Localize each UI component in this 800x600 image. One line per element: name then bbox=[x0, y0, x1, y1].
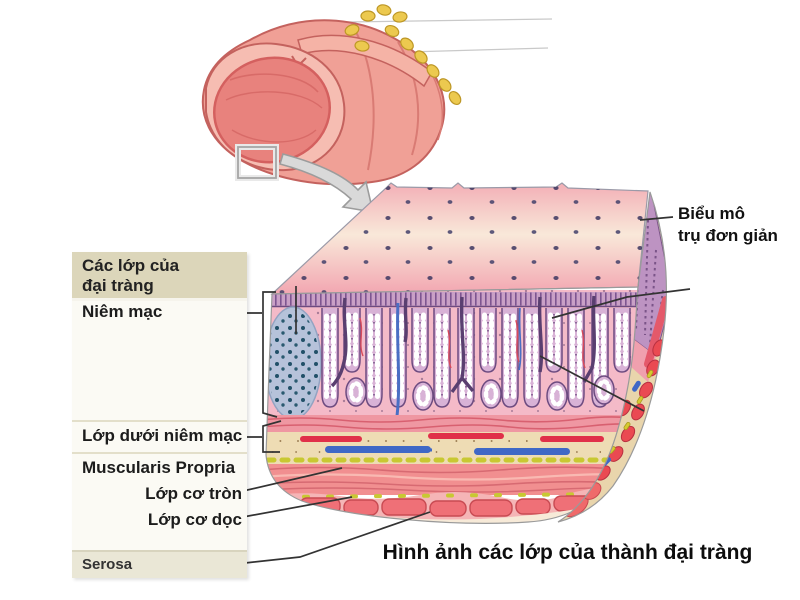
label-muscularis-propria: Muscularis Propria bbox=[82, 458, 236, 477]
divider bbox=[72, 452, 247, 454]
circular-muscle-layer bbox=[266, 464, 638, 495]
label-submucosa: Lớp dưới niêm mạc bbox=[82, 426, 243, 445]
legend-header-line2: đại tràng bbox=[82, 276, 154, 295]
label-serosa: Serosa bbox=[72, 550, 247, 578]
divider bbox=[72, 420, 247, 422]
bracket-mucosa bbox=[262, 291, 278, 418]
leader-circular-muscle bbox=[242, 467, 343, 492]
legend-header: Các lớp của đại tràng bbox=[72, 252, 247, 298]
crypt-lumens bbox=[330, 295, 596, 393]
layer-legend-panel: Các lớp của đại tràng Niêm mạc Lớp dưới … bbox=[72, 252, 247, 578]
label-longitudinal-muscle: Lớp cơ dọc bbox=[147, 510, 242, 529]
right-face-outline bbox=[557, 191, 668, 523]
figure-caption: Hình ảnh các lớp của thành đại tràng bbox=[382, 541, 753, 564]
colon-segment-illustration bbox=[201, 2, 553, 213]
blue-vessel bbox=[474, 448, 570, 455]
block-top-face bbox=[270, 182, 649, 295]
divider bbox=[72, 298, 247, 301]
red-vessel bbox=[540, 436, 604, 442]
leader-crypt-lower bbox=[539, 355, 645, 412]
longitudinal-muscle-layer bbox=[266, 478, 638, 524]
muscularis-mucosae-layer bbox=[266, 415, 638, 432]
annotation-epithelium: Biểu mô trụ đơn giản bbox=[678, 203, 798, 247]
annotation-epithelium-line2: trụ đơn giản bbox=[678, 226, 778, 245]
red-vessel bbox=[428, 433, 504, 439]
red-vessel bbox=[300, 436, 362, 442]
bracket-submucosa bbox=[262, 420, 282, 453]
lymphoid-nodule bbox=[266, 306, 322, 420]
annotation-epithelium-line1: Biểu mô bbox=[678, 204, 746, 223]
leader-longitudinal-muscle bbox=[242, 496, 353, 518]
block-front-face bbox=[266, 290, 638, 524]
legend-header-line1: Các lớp của bbox=[82, 256, 180, 275]
label-circular-muscle: Lớp cơ tròn bbox=[145, 484, 242, 503]
leader-epithelium bbox=[639, 216, 674, 221]
submucosa-layer bbox=[266, 432, 638, 464]
leader-crypt-upper bbox=[551, 288, 691, 319]
capillaries bbox=[359, 317, 586, 369]
faded-leader-line bbox=[345, 18, 553, 23]
leader-serosa bbox=[244, 511, 431, 564]
label-mucosa: Niêm mạc bbox=[82, 302, 163, 321]
surface-epithelium bbox=[266, 292, 638, 308]
leader-lines bbox=[242, 216, 691, 564]
blue-vessel-vertical bbox=[395, 302, 522, 449]
zoom-selection-box bbox=[235, 144, 279, 181]
